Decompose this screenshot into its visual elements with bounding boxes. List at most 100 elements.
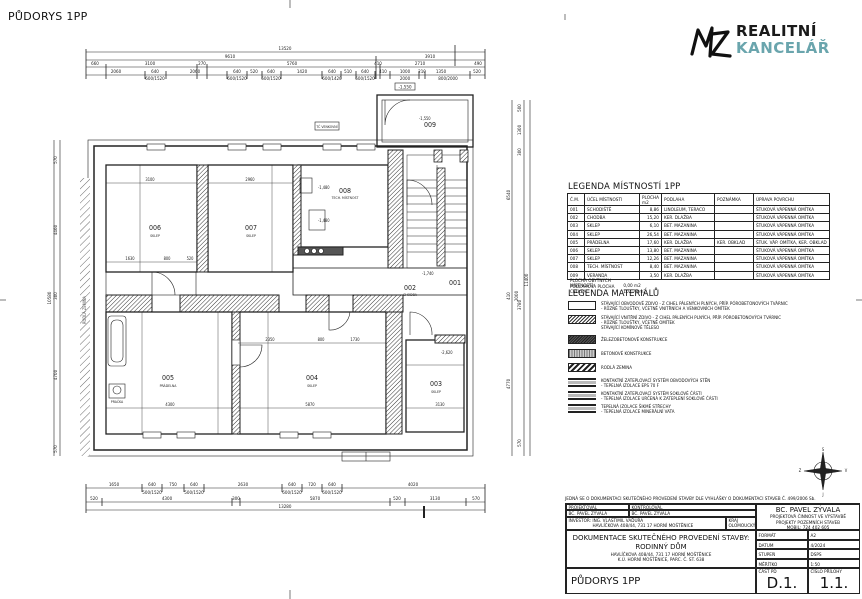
cell: SKLEP [584,245,640,256]
cell: 008 [567,262,585,272]
svg-text:-1,550: -1,550 [419,116,431,121]
cell: 005 [567,237,585,247]
svg-text:520: 520 [473,69,481,75]
svg-text:PRAČKA: PRAČKA [111,399,124,404]
material-item: TEPELNÁ IZOLACE ŠIKMÉ STŘECHY - TEPELNÁ … [568,404,858,416]
part-value: D.1. [766,574,798,592]
cell [713,245,754,256]
svg-text:3100: 3100 [145,177,155,182]
room-009: 009 [424,121,436,129]
title-block-note: JEDNÁ SE O DOKUMENTACI SKUTEČNÉHO PROVED… [565,496,816,501]
meta-value: A2 [808,530,860,540]
meta-label: STUPEŇ [756,549,808,559]
logo: REALITNÍ KANCELÁŘ [688,20,860,64]
room-006: 006 [149,224,161,232]
cell: ŠTUK. VÁP. OMÍTKA, KER. OBKLAD [752,237,830,247]
svg-text:SKLEP: SKLEP [431,390,441,394]
cell: BET. MAZANINA [660,221,715,231]
room-003: 003 [430,380,442,388]
svg-text:-1,480: -1,480 [318,185,330,190]
cell [713,229,754,239]
cell: 8,40 [639,262,662,272]
svg-text:800: 800 [318,337,326,342]
material-item: KONTAKTNÍ ZATEPLOVACÍ SYSTÉM SOKLOVÉ ČÁS… [568,391,858,403]
project-address: HAVLÍČKOVA 408/44, 731 17 HORNÍ MOŠTĚNIC… [610,552,712,557]
col-header: ÚPRAVA POVRCHU [752,193,830,206]
svg-text:270: 270 [198,61,206,67]
svg-text:520: 520 [187,256,195,261]
project-type: DOKUMENTACE SKUTEČNÉHO PROVEDENÍ STAVBY: [572,534,750,542]
cell [713,221,754,231]
meta-label: FORMÁT [756,530,808,540]
sheet-title: PŮDORYS 1PP [566,568,756,594]
kontroloval-label: KONTROLOVAL [629,504,756,510]
svg-text:720: 720 [308,482,316,488]
svg-text:640: 640 [267,69,275,75]
col-header: Č.M. [567,193,585,206]
svg-text:2000: 2000 [400,76,411,82]
svg-text:2960: 2960 [245,177,255,182]
svg-text:660: 660 [91,61,99,67]
svg-text:600/1520: 600/1520 [145,76,165,82]
svg-text:300: 300 [517,148,523,156]
svg-text:600/1520: 600/1520 [227,76,247,82]
room-004: 004 [306,374,318,382]
material-legend-title: LEGENDA MATERIÁLŮ [568,289,660,299]
meta-label: DATUM [756,539,808,549]
title-block: PROJEKTOVAL KONTROLOVAL BC. PAVEL ZÝVALA… [565,503,860,594]
cell: VERANDA [584,270,640,280]
svg-text:300: 300 [232,496,240,502]
sum-row-living: PLOCHA OBYTNÝCH MÍSTNOSTÍ 0,00 m2 [570,278,641,288]
svg-text:520: 520 [90,496,98,502]
svg-text:640: 640 [288,482,296,488]
svg-text:4460: 4460 [53,224,59,235]
svg-text:V: V [845,468,848,473]
meta-label: MĚŘÍTKO [756,558,808,568]
svg-text:570: 570 [53,445,59,453]
svg-text:3130: 3130 [430,496,441,502]
material-item: STÁVAJÍCÍ OBVODOVÉ ZDIVO - Z CIHEL PÁLEN… [568,301,858,315]
svg-text:SKLEP: SKLEP [150,234,160,238]
svg-text:640: 640 [328,482,336,488]
cell: 17,60 [639,237,662,247]
svg-text:500: 500 [517,104,523,112]
sum-value: 0,00 m2 [623,283,641,288]
svg-text:2000: 2000 [514,290,520,301]
svg-text:10580: 10580 [47,291,53,304]
annex-label: ČÍSLO PŘÍLOHY [810,569,842,574]
drawing-title: PŮDORYS 1PP [8,10,88,23]
svg-text:600/1520: 600/1520 [282,490,302,496]
col-header: POZNÁMKA [713,193,754,206]
cell: ŠTUKOVÁ VÁPENNÁ OMÍTKA [752,254,830,264]
svg-text:570: 570 [472,496,480,502]
svg-text:520: 520 [393,496,401,502]
swatch-soil-icon [568,363,596,372]
author-name: BC. PAVEL ZÝVALA [775,506,841,514]
cell: SKLEP [584,254,640,264]
meta-value: 4/2024 [808,539,860,549]
cell: SCHODIŠTĚ [584,204,640,215]
level-tag: -1,550 [398,85,411,91]
svg-text:3780: 3780 [517,299,523,310]
room-legend-title: LEGENDA MÍSTNOSTÍ 1PP [568,182,681,192]
cell: PRÁDELNA [584,237,640,247]
svg-text:5870: 5870 [305,402,315,407]
svg-text:510: 510 [344,69,352,75]
svg-text:-2,620: -2,620 [441,350,453,355]
svg-text:640: 640 [361,69,369,75]
project-name: RODINNÝ DŮM [635,543,687,551]
material-item: RODLÁ ZEMINA [568,363,858,375]
svg-text:5870: 5870 [310,496,321,502]
cell: BET. MAZANINA [660,254,715,264]
svg-text:1000: 1000 [400,69,411,75]
svg-text:2710: 2710 [415,61,426,67]
svg-text:CHODBA: CHODBA [403,293,418,297]
material-item: ŽELEZOBETONOVÉ KONSTRUKCE [568,335,858,347]
author-cell: BC. PAVEL ZÝVALA PROJEKTOVÁ ČINNOST VE V… [756,504,860,530]
svg-text:210: 210 [418,69,426,75]
cell: 13,80 [639,245,662,256]
